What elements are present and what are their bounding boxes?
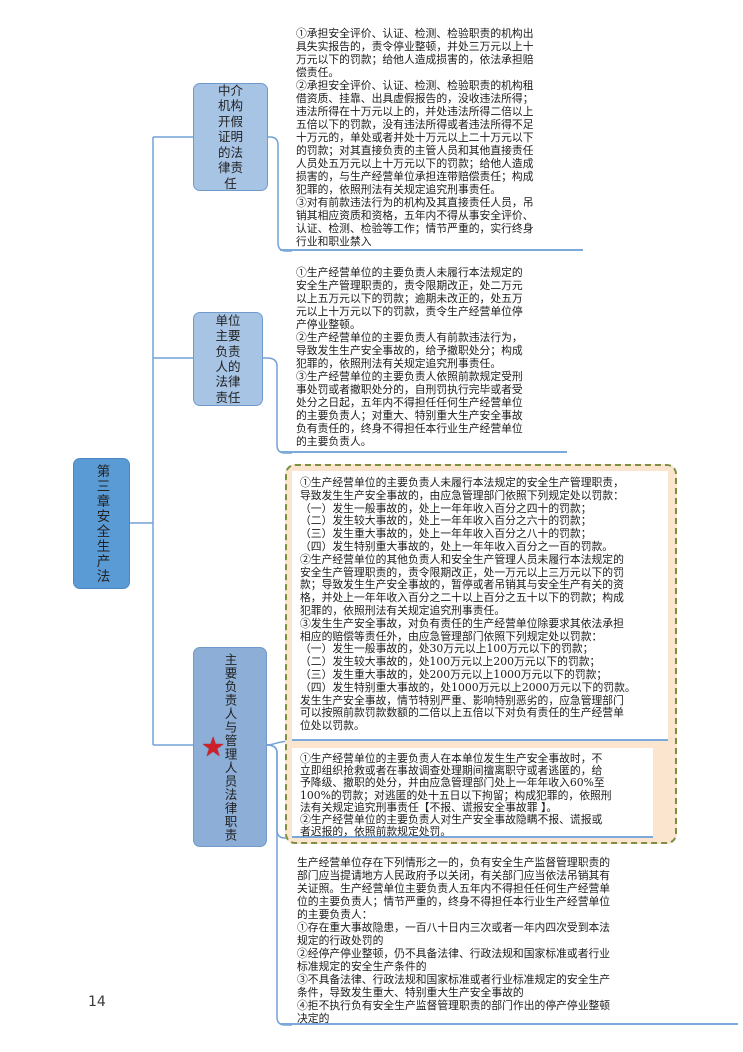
root-node-chapter3: 第三章安全生产法	[73, 458, 130, 589]
page-number: 14	[88, 994, 106, 1010]
root-node-label: 第三章安全生产法	[93, 463, 110, 584]
branch-node-unit-principal-liability: 单位 主要 负责 人的 法律 责任	[193, 312, 263, 406]
branch1-label: 中介 机构 开假 证明 的法 律责 任	[217, 83, 243, 191]
branch3-label: 主要负责人与管理人员法律职责	[222, 652, 238, 842]
star-icon: ★	[201, 732, 226, 763]
branch-node-principal-managers-duties: ★ 主要负责人与管理人员法律职责	[193, 647, 267, 847]
text-block-escape-concealment-penalties: ①生产经营单位的主要负责人在本单位发生生产安全事故时，不 立即组织抢救或者在事故…	[292, 748, 653, 838]
branch2-label: 单位 主要 负责 人的 法律 责任	[215, 312, 241, 405]
text-block-closure-conditions: 生产经营单位存在下列情形之一的，负有安全生产监督管理职责的 部门应当提请地方人民…	[280, 853, 738, 1025]
text-block-accident-fines: ①生产经营单位的主要负责人未履行本法规定的安全生产管理职责， 导致发生生产安全事…	[292, 471, 668, 741]
branch-node-intermediary-liability: 中介 机构 开假 证明 的法 律责 任	[193, 83, 268, 191]
text-block-unit-principal-penalties: ①生产经营单位的主要负责人未履行本法规定的 安全生产管理职责的，责令限期改正，处…	[280, 263, 567, 453]
text-block-intermediary-penalties: ①承担安全评价、认证、检测、检验职责的机构出 具失实报告的，责令停业整顿，并处三…	[280, 24, 583, 251]
